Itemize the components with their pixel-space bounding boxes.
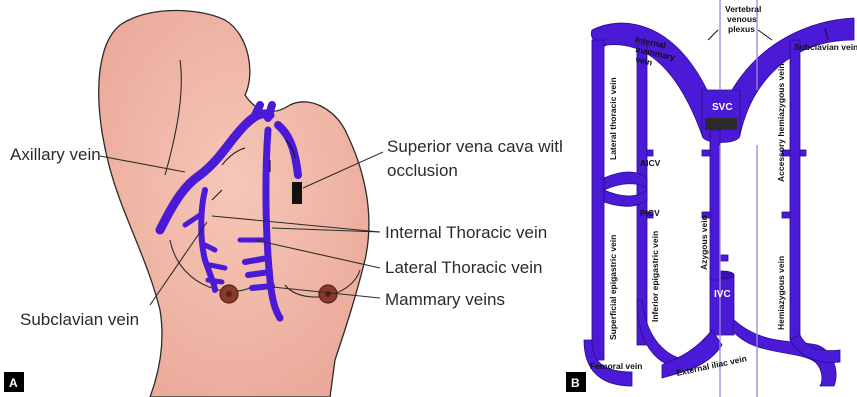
panel-a-badge-letter: A bbox=[9, 376, 18, 390]
label-azygous: Azygous vein bbox=[699, 215, 709, 270]
panel-a-illustration: Axillary vein Superior vena cava with oc… bbox=[0, 0, 562, 397]
panel-b-diagram: Vertebral venous plexus Subclavian vein … bbox=[562, 0, 857, 397]
label-subclavian-vein-b: Subclavian vein bbox=[794, 42, 857, 52]
label-aicv: AICV bbox=[640, 158, 661, 168]
label-vertebral-3: plexus bbox=[728, 24, 755, 34]
panel-b-veins bbox=[584, 18, 854, 386]
label-subclavian-vein: Subclavian vein bbox=[20, 310, 139, 329]
label-hemiazygous: Hemiazygous vein bbox=[776, 256, 786, 330]
label-vertebral-1: Vertebral bbox=[725, 4, 761, 14]
label-ivc: IVC bbox=[714, 289, 731, 300]
label-vertebral-2: venous bbox=[727, 14, 757, 24]
label-lateral-thoracic-vein: Lateral Thoracic vein bbox=[385, 258, 543, 277]
label-femoral: Femoral vein bbox=[590, 361, 642, 371]
label-mammary-veins: Mammary veins bbox=[385, 290, 505, 309]
label-svc: SVC bbox=[712, 102, 733, 113]
panel-a: Axillary vein Superior vena cava with oc… bbox=[0, 0, 562, 397]
label-axillary-vein: Axillary vein bbox=[10, 145, 101, 164]
svc-occlusion-block bbox=[705, 118, 737, 130]
torso-silhouette bbox=[99, 10, 369, 397]
panel-b-badge-letter: B bbox=[571, 376, 580, 390]
label-internal-thoracic-vein: Internal Thoracic vein bbox=[385, 223, 547, 242]
svc-occlusion-marker bbox=[292, 182, 302, 204]
panel-b: Vertebral venous plexus Subclavian vein … bbox=[562, 0, 857, 397]
label-inferior-epigastric: Inferior epigastric vein bbox=[650, 231, 660, 322]
label-svc-occlusion-line1: Superior vena cava with bbox=[387, 137, 562, 156]
label-superficial-epigastric: Superficial epigastric vein bbox=[608, 235, 618, 340]
label-accessory-hemiazygous: Accessory hemiazygous vein bbox=[776, 63, 786, 182]
label-svc-occlusion-line2: occlusion bbox=[387, 161, 458, 180]
label-picv: PICV bbox=[640, 208, 660, 218]
label-lateral-thoracic-b: Lateral thoracic vein bbox=[608, 77, 618, 160]
